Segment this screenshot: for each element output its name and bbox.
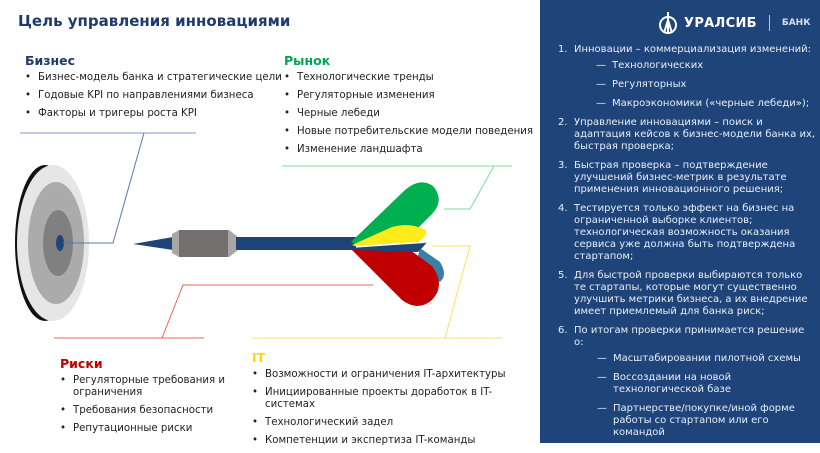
sub-item: —Масштабировании пилотной схемы: [597, 353, 801, 364]
list-item: Черные лебеди: [284, 108, 533, 120]
logo-divider: [768, 15, 770, 31]
sub-item-text: Воссоздании на новой технологической баз…: [613, 372, 732, 395]
list-item: 1. Инновации – коммерциализация изменений…: [558, 44, 816, 110]
item-number: 4.: [558, 203, 568, 214]
list-item: 4. Тестируется только эффект на бизнес на…: [558, 203, 816, 263]
list-item: 3. Быстрая проверка – подтверждение улучш…: [558, 160, 816, 196]
target-icon: [15, 165, 89, 321]
list-item: Бизнес-модель банка и стратегические цел…: [25, 72, 282, 84]
list-item: Технологические тренды: [284, 72, 533, 84]
connector-lines: [20, 132, 512, 339]
risks-heading: Риски: [60, 356, 103, 371]
market-heading: Рынок: [284, 53, 331, 68]
item-text: По итогам проверки принимается решение о…: [574, 325, 805, 348]
list-item: Регуляторные требования и ограничения: [60, 375, 230, 399]
uralsib-emblem-icon: [659, 12, 677, 34]
list-item: 6. По итогам проверки принимается решение…: [558, 325, 816, 439]
sub-item: —Регуляторных: [596, 79, 687, 90]
list-item: Инициированные проекты доработок в IT-си…: [252, 387, 542, 411]
dart-icon: [133, 182, 444, 306]
item-text: Тестируется только эффект на бизнес на о…: [574, 203, 796, 262]
dart-illustration: [15, 132, 512, 339]
list-item: 2. Управление инновациями – поиск и адапт…: [558, 117, 816, 153]
business-heading: Бизнес: [25, 53, 76, 68]
item-number: 6.: [558, 325, 568, 336]
sub-item-text: Технологических: [612, 60, 704, 71]
logo-name: УРАЛСИБ: [684, 15, 757, 31]
list-item: Возможности и ограничения IT-архитектуры: [252, 369, 542, 381]
item-text: Инновации – коммерциализация изменений:: [574, 44, 811, 55]
list-item: Факторы и тригеры роста KPI: [25, 108, 282, 120]
item-text: Для быстрой проверки выбираются только т…: [574, 270, 808, 317]
info-panel: УРАЛСИБ БАНК 1. Инновации – коммерциализа…: [540, 0, 820, 443]
sub-item-text: Макроэкономики («черные лебеди»);: [612, 98, 810, 109]
list-item: Репутационные риски: [60, 423, 230, 435]
list-item: Компетенции и экспертиза IT-команды: [252, 435, 542, 447]
list-item: Изменение ландшафта: [284, 144, 533, 156]
item-text: Управление инновациями – поиск и адаптац…: [574, 117, 816, 152]
list-item: Годовые KPI по направлениями бизнеса: [25, 90, 282, 102]
risks-section: Риски Регуляторные требования и ограниче…: [60, 356, 230, 441]
sub-item: —Макроэкономики («черные лебеди»);: [596, 98, 810, 109]
item-number: 3.: [558, 160, 568, 171]
market-section: Рынок Технологические тренды Регуляторны…: [284, 53, 533, 162]
sub-item: —Технологических: [596, 60, 704, 71]
logo-bank: БАНК: [781, 18, 811, 28]
business-section: Бизнес Бизнес-модель банка и стратегичес…: [25, 53, 282, 126]
sub-item-text: Партнерстве/покупке/иной форме работы со…: [613, 403, 795, 438]
list-item: Регуляторные изменения: [284, 90, 533, 102]
sub-item-text: Масштабировании пилотной схемы: [613, 353, 801, 364]
it-heading: IT: [252, 350, 266, 365]
sub-item: —Партнерстве/покупке/иной форме работы с…: [597, 403, 795, 438]
list-item: Требования безопасности: [60, 405, 230, 417]
principles-list: 1. Инновации – коммерциализация изменений…: [558, 44, 816, 446]
sub-item: —Воссоздании на новой технологической ба…: [597, 372, 732, 395]
it-section: IT Возможности и ограничения IT-архитект…: [252, 350, 542, 453]
list-item: 5. Для быстрой проверки выбираются только…: [558, 270, 816, 318]
item-number: 2.: [558, 117, 568, 128]
list-item: Технологический задел: [252, 417, 542, 429]
list-item: Новые потребительские модели поведения: [284, 126, 533, 138]
item-number: 1.: [558, 44, 568, 55]
sub-item-text: Регуляторных: [612, 79, 687, 90]
uralsib-logo: УРАЛСИБ БАНК: [658, 12, 811, 34]
item-number: 5.: [558, 270, 568, 281]
page-title: Цель управления инновациями: [18, 12, 291, 30]
item-text: Быстрая проверка – подтверждение улучшен…: [574, 160, 787, 195]
